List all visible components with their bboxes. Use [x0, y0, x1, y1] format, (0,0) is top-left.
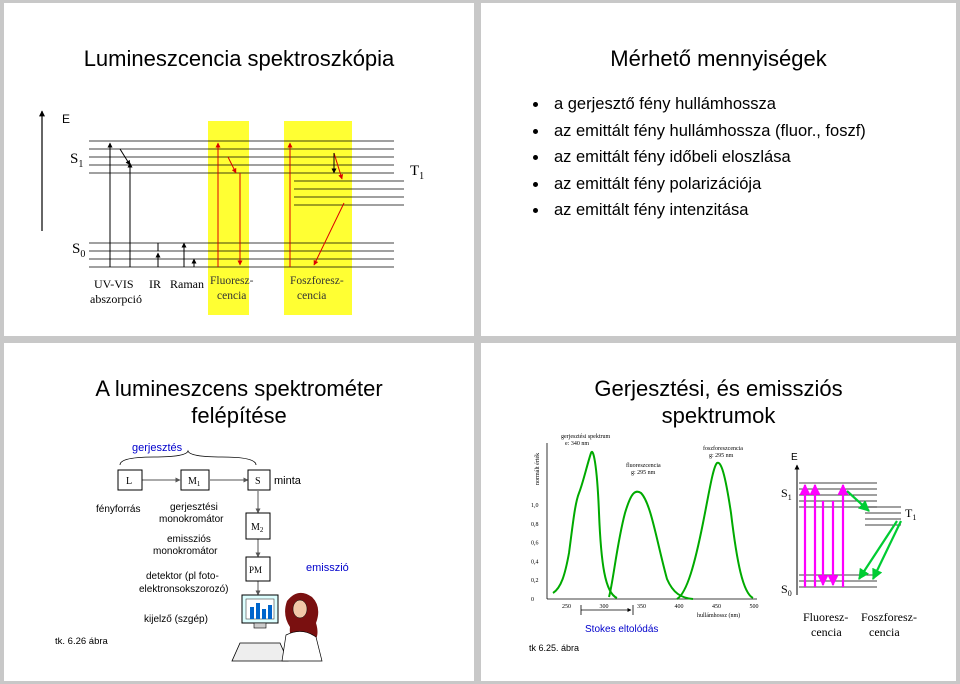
bullet-item: az emittált fény intenzitása — [529, 197, 866, 224]
stokes-shift-bracket — [580, 605, 634, 615]
slide-luminescence-spectroscopy: Lumineszcencia spektroszkópia E S1 T1 S0 — [4, 3, 474, 336]
slide-title-line2: spektrumok — [661, 403, 776, 428]
annotation-phosphorescence-1: foszforeszcencia — [703, 445, 743, 452]
label-emission: emisszió — [306, 562, 349, 574]
label-exc-mono-2: monokromátor — [159, 514, 224, 525]
caption-fluorescence-2: cencia — [217, 290, 246, 302]
s1-levels — [89, 140, 394, 174]
slide-title-line2: felépítése — [191, 403, 287, 428]
fluorescence-highlight — [208, 121, 249, 315]
box-m1-label: M1 — [188, 476, 201, 488]
spectra-chart: normált érték 1,0 0,8 0,6 0,4 0,2 0 250 300 350… — [529, 434, 759, 653]
caption-phosphorescence-1: Foszforesz- — [861, 610, 917, 624]
energy-label: E — [62, 112, 70, 126]
bullet-item: az emittált fény hullámhossza (fluor., f… — [529, 118, 866, 145]
caption-uvvis: UV-VIS — [94, 277, 134, 291]
label-sample: minta — [274, 475, 302, 487]
caption-phosphorescence-2: cencia — [869, 625, 900, 639]
bullet-list: a gerjesztő fény hullámhossza az emittál… — [529, 91, 866, 224]
slide-title: Lumineszcencia spektroszkópia — [83, 46, 395, 71]
figure-reference: tk 6.25. ábra — [529, 643, 579, 653]
annotation-fluorescence-1: fluoreszcencia — [626, 462, 661, 469]
label-excitation: gerjesztés — [132, 442, 183, 454]
caption-raman: Raman — [170, 277, 204, 291]
s1-label: S1 — [781, 486, 792, 502]
stokes-shift-label: Stokes eltolódás — [585, 624, 658, 635]
s0-label: S0 — [72, 241, 85, 260]
x-tick-label: 250 — [562, 604, 571, 610]
box-m2-label: M2 — [251, 522, 264, 534]
bullet-item: az emittált fény időbeli eloszlása — [529, 144, 866, 171]
caption-ir: IR — [149, 277, 161, 291]
caption-absorption: abszorpció — [90, 292, 142, 306]
slide-measurable-quantities: Mérhető mennyiségek a gerjesztő fény hul… — [481, 3, 956, 336]
slide-excitation-emission-spectra: Gerjesztési, és emissziós spektrumok nor… — [481, 343, 956, 681]
phosphorescence-curve — [676, 461, 754, 600]
box-emission-monochromator — [245, 512, 271, 540]
box-excitation-monochromator — [180, 469, 210, 491]
label-detector-2: elektronsokszorozó) — [139, 584, 228, 595]
jablonski-diagram: E S1 T1 S0 — [39, 110, 424, 315]
mini-jablonski-diagram: E S1 T1 S0 — [781, 452, 917, 639]
label-em-mono-1: emissziós — [167, 534, 211, 545]
y-tick-label: 1,0 — [531, 503, 539, 509]
t1-levels — [294, 180, 404, 206]
annotation-excitation-1: gerjesztési spektrum — [561, 434, 610, 440]
caption-fluorescence-1: Fluoresz- — [803, 610, 848, 624]
bullet-item: a gerjesztő fény hullámhossza — [529, 91, 866, 118]
excitation-curve — [552, 450, 618, 599]
person-icon — [281, 592, 323, 662]
box-sample — [247, 469, 271, 491]
slide-title-line1: A lumineszcens spektrométer — [95, 376, 383, 401]
figure-reference: tk. 6.26 ábra — [55, 636, 109, 647]
excitation-brace — [119, 449, 257, 466]
x-tick-label: 400 — [675, 604, 684, 610]
y-tick-label: 0,6 — [531, 541, 539, 547]
caption-phosphorescence-1: Foszforesz- — [290, 275, 344, 287]
label-display: kijelző (szgép) — [144, 614, 208, 625]
caption-fluorescence-2: cencia — [811, 625, 842, 639]
slide-title: Mérhető mennyiségek — [610, 46, 827, 71]
caption-phosphorescence-2: cencia — [297, 290, 326, 302]
absorption-arrows — [107, 142, 197, 267]
slide-title-line1: Gerjesztési, és emissziós — [594, 376, 843, 401]
label-em-mono-2: monokromátor — [153, 546, 218, 557]
x-axis-label: hullámhossz (nm) — [697, 612, 740, 619]
annotation-excitation-2: e: 340 nm — [565, 441, 589, 447]
annotation-phosphorescence-2: g: 295 nm — [709, 453, 734, 459]
y-tick-label: 0,4 — [531, 559, 539, 565]
s0-levels — [89, 242, 394, 268]
box-photomultiplier — [245, 556, 271, 582]
y-tick-label: 0,2 — [531, 578, 539, 584]
phosphorescence-highlight — [284, 121, 352, 315]
fluorescence-curve — [608, 490, 694, 600]
slide-spectrometer-setup: A lumineszcens spektrométer felépítése g… — [4, 343, 474, 681]
annotation-fluorescence-2: g: 295 nm — [631, 470, 656, 476]
box-light-source-label: L — [126, 476, 132, 487]
s1-label: S1 — [70, 151, 83, 170]
t1-label: T1 — [410, 163, 424, 182]
label-light-source: fényforrás — [96, 504, 140, 515]
label-exc-mono-1: gerjesztési — [170, 502, 218, 513]
y-axis-label: normált érték — [535, 453, 541, 485]
energy-label: E — [791, 452, 798, 463]
s0-label: S0 — [781, 582, 792, 598]
y-tick-label: 0 — [531, 597, 534, 603]
x-tick-label: 500 — [750, 604, 759, 610]
label-detector-1: detektor (pl foto- — [146, 571, 219, 582]
y-tick-label: 0,8 — [531, 522, 539, 528]
spectra-figure: normált érték 1,0 0,8 0,6 0,4 0,2 0 250 300 350… — [529, 434, 917, 653]
spectrometer-diagram: gerjesztés L M1 S minta fényforrás gerje… — [55, 442, 349, 662]
caption-fluorescence-1: Fluoresz- — [210, 275, 254, 287]
bullet-item: az emittált fény polarizációja — [529, 171, 866, 198]
box-pm-label: PM — [249, 565, 262, 575]
computer-icon — [231, 594, 289, 662]
box-light-source — [117, 469, 143, 491]
t1-label: T1 — [905, 506, 916, 522]
x-tick-label: 450 — [712, 604, 721, 610]
box-sample-label: S — [255, 476, 261, 487]
x-tick-label: 350 — [637, 604, 646, 610]
emission-arrows — [215, 142, 345, 267]
x-tick-label: 300 — [600, 604, 609, 610]
